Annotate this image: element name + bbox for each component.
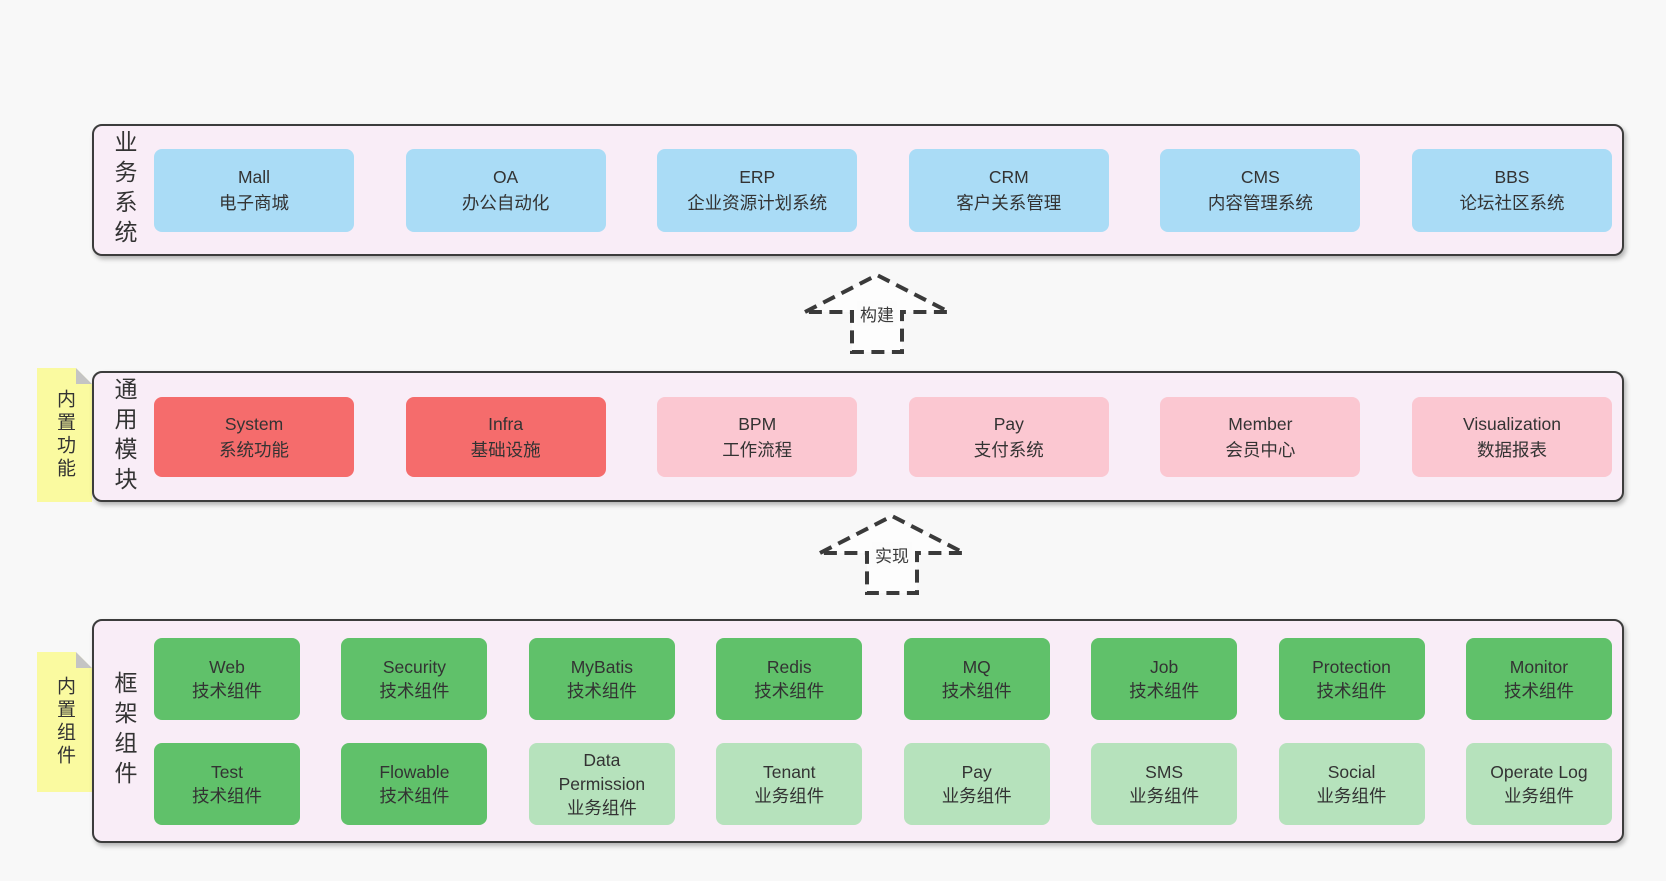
- sticky-note-built-in-components: 内置组件: [37, 652, 92, 792]
- box-erp: ERP 企业资源计划系统: [657, 148, 858, 232]
- box-mq: MQ 技术组件: [903, 637, 1050, 720]
- arrow-build-label: 构建: [857, 301, 897, 326]
- arrow-implement-label: 实现: [872, 542, 912, 567]
- box-mall: Mall 电子商城: [154, 148, 354, 232]
- folded-corner-icon: [76, 368, 92, 384]
- sticky-note-built-in-features: 内置功能: [37, 368, 92, 502]
- box-sms: SMS 业务组件: [1091, 742, 1238, 825]
- box-infra: Infra 基础设施: [405, 396, 606, 477]
- box-pay-biz: Pay 业务组件: [903, 742, 1050, 825]
- band-framework-components: 框架组件 Web 技术组件 Security 技术组件 MyBatis 技术组件…: [92, 619, 1624, 843]
- business-boxes-row: Mall 电子商城 OA 办公自动化 ERP 企业资源计划系统 CRM 客户关系…: [154, 126, 1622, 254]
- framework-row-2: Test 技术组件 Flowable 技术组件 Data Permission …: [154, 742, 1612, 825]
- box-cms: CMS 内容管理系统: [1160, 148, 1361, 232]
- box-tenant: Tenant 业务组件: [716, 742, 863, 825]
- common-boxes-row: System 系统功能 Infra 基础设施 BPM 工作流程 Pay 支付系统…: [154, 373, 1622, 500]
- box-oa: OA 办公自动化: [405, 148, 606, 232]
- arrow-implement: 实现: [817, 512, 967, 597]
- band-label-business-systems: 业务系统: [111, 130, 137, 250]
- box-flowable: Flowable 技术组件: [341, 742, 488, 825]
- band-business-systems: 业务系统 Mall 电子商城 OA 办公自动化 ERP 企业资源计划系统 CRM…: [92, 124, 1624, 256]
- box-data-permission: Data Permission 业务组件: [528, 742, 675, 825]
- framework-boxes-grid: Web 技术组件 Security 技术组件 MyBatis 技术组件 Redi…: [154, 621, 1622, 841]
- box-social: Social 业务组件: [1278, 742, 1425, 825]
- box-security: Security 技术组件: [341, 637, 488, 720]
- band-label-framework-components: 框架组件: [111, 671, 137, 791]
- folded-corner-icon: [76, 652, 92, 668]
- box-monitor: Monitor 技术组件: [1465, 637, 1612, 720]
- box-web: Web 技术组件: [154, 637, 300, 720]
- box-job: Job 技术组件: [1091, 637, 1238, 720]
- box-mybatis: MyBatis 技术组件: [528, 637, 675, 720]
- band-common-modules: 通用模块 System 系统功能 Infra 基础设施 BPM 工作流程 Pay…: [92, 371, 1624, 502]
- box-pay: Pay 支付系统: [908, 396, 1109, 477]
- box-member: Member 会员中心: [1160, 396, 1361, 477]
- arrow-build: 构建: [802, 271, 952, 356]
- framework-row-1: Web 技术组件 Security 技术组件 MyBatis 技术组件 Redi…: [154, 637, 1612, 720]
- box-operate-log: Operate Log 业务组件: [1465, 742, 1612, 825]
- box-redis: Redis 技术组件: [716, 637, 863, 720]
- box-system: System 系统功能: [154, 396, 354, 477]
- box-protection: Protection 技术组件: [1278, 637, 1425, 720]
- box-test: Test 技术组件: [154, 742, 300, 825]
- box-visualization: Visualization 数据报表: [1411, 396, 1612, 477]
- box-bbs: BBS 论坛社区系统: [1411, 148, 1612, 232]
- box-crm: CRM 客户关系管理: [908, 148, 1109, 232]
- box-bpm: BPM 工作流程: [657, 396, 858, 477]
- band-label-common-modules: 通用模块: [111, 376, 137, 497]
